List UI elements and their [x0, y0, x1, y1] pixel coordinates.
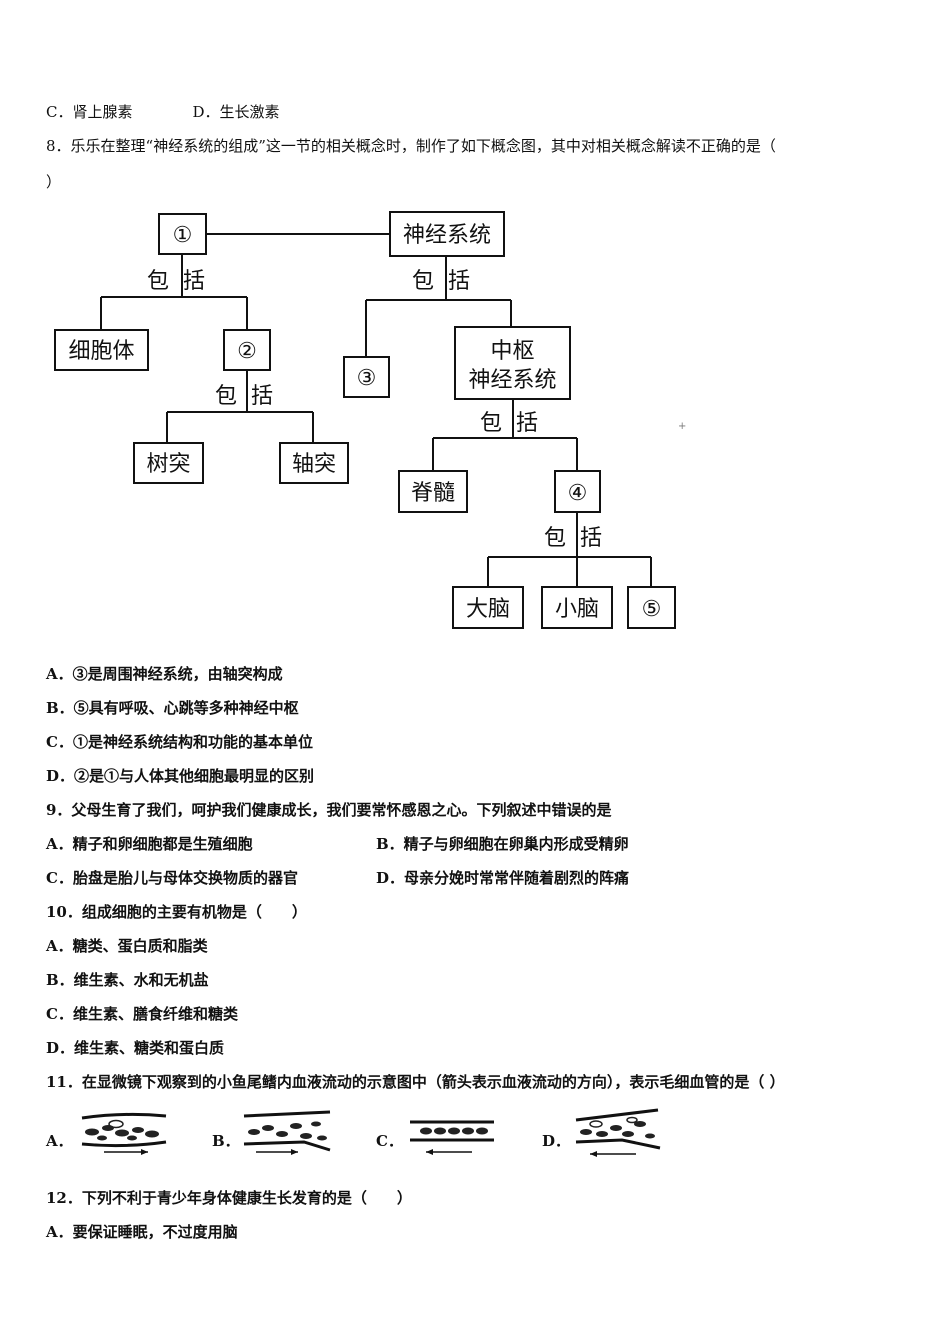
label-node-2: ② — [237, 339, 257, 364]
q12-stem: 12．下列不利于青少年身体健康生长发育的是（ ） — [46, 1189, 412, 1207]
concept-map-diagram: ① 神经系统 包括 包括 细胞体 ② 包括 树突 轴突 ③ 中枢 神经系统 包括… — [54, 211, 686, 629]
q10-option-a: A．糖类、蛋白质和脂类 — [46, 937, 208, 955]
label-node-1: ① — [173, 223, 193, 248]
q10-option-b: B．维生素、水和无机盐 — [46, 971, 209, 989]
label-nervous-system: 神经系统 — [403, 223, 491, 248]
label-includes-1: 包括 — [147, 269, 219, 294]
label-cell-body: 细胞体 — [68, 339, 134, 364]
q11-label-c: C． — [376, 1132, 403, 1150]
node-cell-body — [54, 329, 149, 371]
node-4 — [554, 470, 601, 513]
node-nervous-system — [389, 211, 505, 257]
node-cns — [454, 326, 571, 400]
q8-option-d: D．②是①与人体其他细胞最明显的区别 — [46, 767, 315, 785]
q11-label-a: A． — [46, 1132, 73, 1150]
q11-image-d — [575, 1108, 661, 1157]
label-cns-line2: 神经系统 — [468, 368, 556, 393]
q11-label-b: B． — [212, 1132, 240, 1150]
node-cerebrum — [452, 586, 524, 629]
label-includes-4: 包括 — [480, 411, 552, 436]
q8-stem: 8．乐乐在整理“神经系统的组成”这一节的相关概念时，制作了如下概念图，其中对相关… — [46, 137, 776, 155]
q11-image-a — [81, 1112, 167, 1155]
label-cns-line1: 中枢 — [490, 339, 534, 364]
node-dendrite — [133, 442, 204, 484]
node-1 — [158, 213, 207, 255]
q9-option-d: D．母亲分娩时常常伴随着剧烈的阵痛 — [376, 869, 630, 887]
q7-option-d: D．生长激素 — [192, 103, 280, 121]
q9-option-b: B．精子与卵细胞在卵巢内形成受精卵 — [376, 835, 629, 853]
q7-option-c: C．肾上腺素 — [46, 103, 133, 121]
label-node-5: ⑤ — [642, 597, 662, 622]
stray-mark: + — [678, 421, 686, 432]
node-5 — [627, 586, 676, 629]
q8-option-a: A．③是周围神经系统，由轴突构成 — [46, 665, 283, 683]
q11-image-c — [410, 1120, 494, 1155]
label-spinal-cord: 脊髓 — [411, 481, 455, 506]
label-cerebrum: 大脑 — [466, 597, 510, 622]
q11-label-d: D． — [542, 1132, 571, 1150]
q9-options-ab: A．精子和卵细胞都是生殖细胞 B．精子与卵细胞在卵巢内形成受精卵 — [46, 834, 629, 854]
label-cerebellum: 小脑 — [555, 597, 599, 622]
label-includes-5: 包括 — [544, 526, 616, 551]
label-includes-3: 包括 — [215, 384, 287, 409]
q9-stem: 9．父母生育了我们，呵护我们健康成长，我们要常怀感恩之心。下列叙述中错误的是 — [46, 801, 612, 819]
node-axon — [279, 442, 349, 484]
q8-stem-end: ） — [46, 173, 62, 191]
q11-stem: 11．在显微镜下观察到的小鱼尾鳍内血液流动的示意图中（箭头表示血液流动的方向），… — [46, 1073, 785, 1091]
q10-stem: 10．组成细胞的主要有机物是（ ） — [46, 903, 307, 921]
node-cerebellum — [541, 586, 613, 629]
label-node-4: ④ — [568, 481, 588, 506]
q8-option-c: C．①是神经系统结构和功能的基本单位 — [46, 733, 313, 751]
q8-option-b: B．⑤具有呼吸、心跳等多种神经中枢 — [46, 699, 299, 717]
q7-options-cd: C．肾上腺素 D．生长激素 — [46, 102, 280, 122]
node-2 — [223, 329, 271, 371]
label-includes-2: 包括 — [412, 269, 484, 294]
q12-option-a: A．要保证睡眠，不过度用脑 — [46, 1223, 238, 1241]
label-dendrite: 树突 — [146, 452, 190, 477]
label-axon: 轴突 — [292, 452, 336, 477]
label-node-3: ③ — [357, 366, 377, 391]
node-spinal-cord — [398, 470, 468, 513]
node-3 — [343, 356, 390, 398]
q11-image-b — [243, 1110, 331, 1155]
q9-options-cd: C．胎盘是胎儿与母体交换物质的器官 D．母亲分娩时常常伴随着剧烈的阵痛 — [46, 868, 629, 888]
q9-option-c: C．胎盘是胎儿与母体交换物质的器官 — [46, 869, 298, 887]
q10-option-c: C．维生素、膳食纤维和糖类 — [46, 1005, 238, 1023]
q10-option-d: D．维生素、糖类和蛋白质 — [46, 1039, 225, 1057]
q9-option-a: A．精子和卵细胞都是生殖细胞 — [46, 835, 253, 853]
